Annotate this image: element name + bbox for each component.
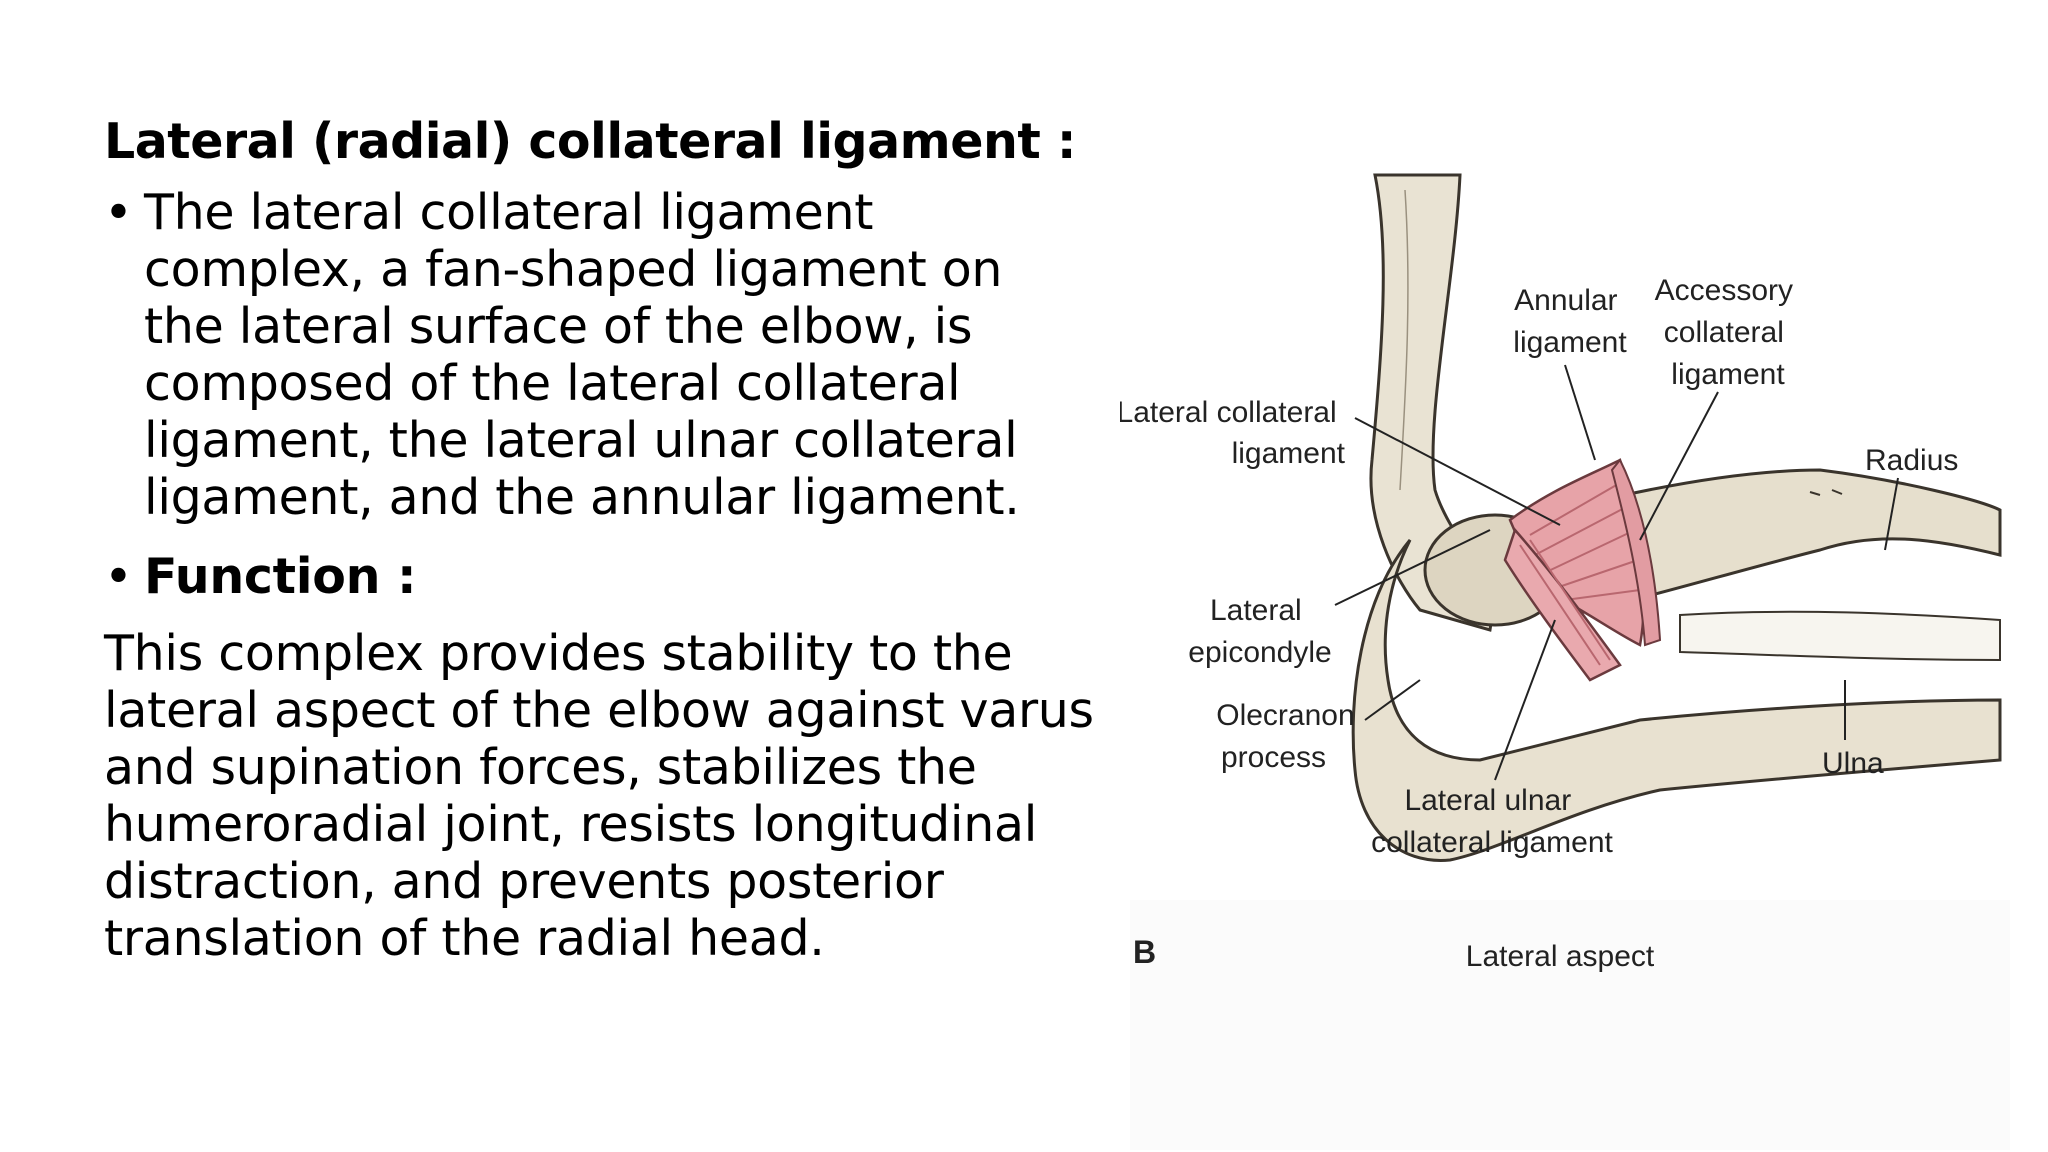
label-radius: Radius [1865, 444, 1958, 477]
leader-lines [1334, 364, 1899, 781]
lateral-ulnar-ligament-band [1503, 527, 1622, 682]
ligament-fibers [1529, 479, 1641, 601]
label-accessory-ligament: Accessory collateral ligament [1655, 274, 1802, 391]
leader-annular [1564, 364, 1596, 461]
leader-accessory [1639, 391, 1719, 541]
leader-lateral-ulnar [1494, 619, 1556, 781]
bullet-composition: • The lateral collateral ligament comple… [104, 184, 1104, 526]
function-line: humeroradial joint, resists longitudinal [104, 796, 1038, 853]
label-lateral-collateral: Lateral collateral ligament [1120, 396, 1346, 470]
label-lateral-epicondyle: Lateral epicondyle [1188, 594, 1331, 669]
bullet-line: ligament, the lateral ulnar collateral [144, 412, 1018, 469]
elbow-illustration: Lateral collateral ligament Annular liga… [1120, 173, 2010, 1150]
accessory-ligament-band [1610, 458, 1662, 647]
ligament-complex [1503, 458, 1662, 682]
interosseous-space [1679, 610, 2001, 662]
radius-texture [1809, 489, 1843, 496]
label-lateral-ulnar: Lateral ulnar collateral ligament [1371, 784, 1613, 859]
function-line: translation of the radial head. [104, 910, 825, 967]
bullet-line: the lateral surface of the elbow, is [144, 298, 973, 355]
leader-epicondyle [1334, 529, 1491, 606]
bullet-dot: • [104, 548, 133, 605]
figure-caption: Lateral aspect [1466, 940, 1655, 973]
label-olecranon: Olecranon process [1216, 699, 1363, 774]
function-paragraph: This complex provides stability to the l… [104, 625, 1104, 967]
function-heading: Function : [144, 548, 417, 605]
slide-heading: Lateral (radial) collateral ligament : [104, 113, 1076, 170]
function-line: distraction, and prevents posterior [104, 853, 944, 910]
leader-olecranon [1364, 679, 1421, 721]
label-annular-ligament: Annular ligament [1513, 284, 1627, 359]
bullet-line: complex, a fan-shaped ligament on [144, 241, 1003, 298]
leader-radius [1884, 477, 1899, 551]
bullet-dot: • [104, 184, 133, 241]
label-ulna: Ulna [1822, 747, 1884, 780]
ulna-bone [1351, 539, 2002, 862]
humerus-bone [1369, 173, 1493, 632]
leader-lateral-collateral [1354, 417, 1561, 526]
function-line: and supination forces, stabilizes the [104, 739, 977, 796]
lateral-ulnar-fibers [1519, 539, 1611, 666]
figure-backdrop [1130, 900, 2010, 1150]
panel-letter: B [1133, 934, 1156, 970]
bullet-line: composed of the lateral collateral [144, 355, 961, 412]
elbow-anatomy-figure: Lateral collateral ligament Annular liga… [1120, 160, 2020, 1150]
radius-bone [1558, 468, 2002, 617]
humerus-shading [1399, 189, 1409, 491]
bullet-line: The lateral collateral ligament [144, 184, 874, 241]
bullet-line: ligament, and the annular ligament. [144, 469, 1020, 526]
function-line: This complex provides stability to the [104, 625, 1013, 682]
text-column: Lateral (radial) collateral ligament : •… [104, 112, 1104, 967]
bullet-function: • Function : [104, 548, 1104, 605]
function-line: lateral aspect of the elbow against varu… [104, 682, 1094, 739]
